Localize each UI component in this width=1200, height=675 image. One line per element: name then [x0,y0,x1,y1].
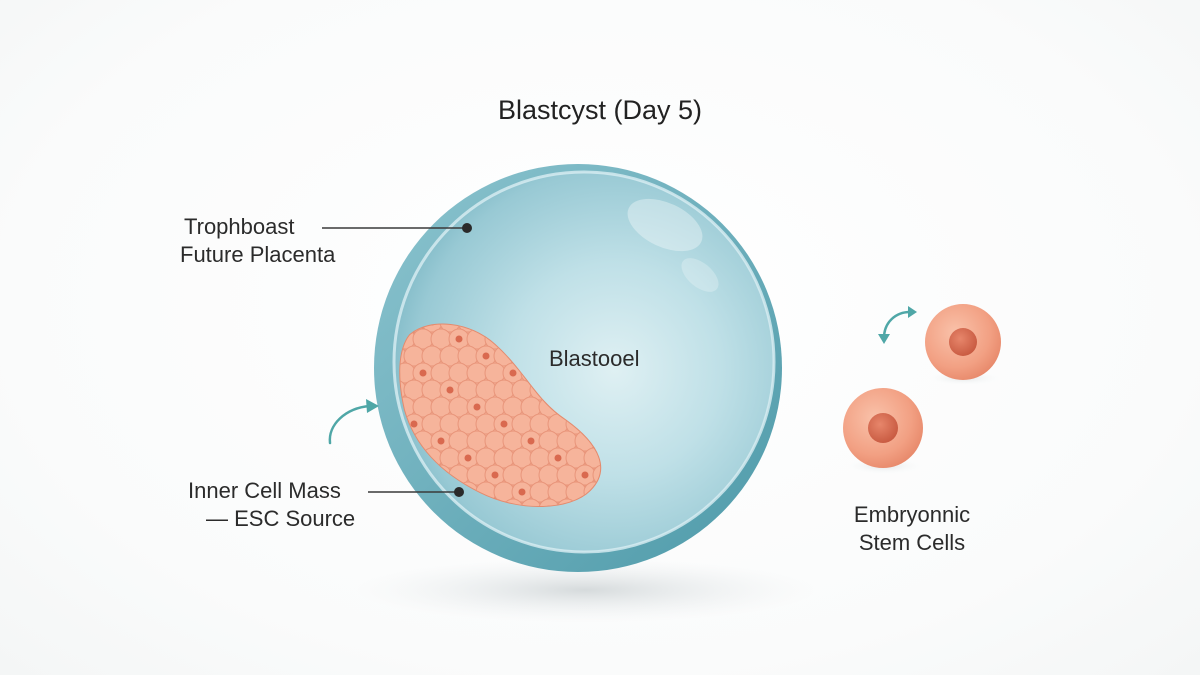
icm-label-line1: Inner Cell Mass [188,478,341,503]
icm-cell [400,498,416,507]
stem-cell-bottom [843,388,923,468]
highlight [627,198,703,252]
stem-cells-label-line1: Embryonnic [853,502,971,527]
icm-label-line2: — ESC Source [206,506,356,531]
swap-arrows-icon [878,306,917,344]
icm-label: Inner Cell Mass [188,477,341,505]
icm-cell [520,498,542,507]
icm-cell-nucleus [410,420,418,428]
trophoblast-leader-dot [462,223,472,233]
curved-arrow-icon [328,399,379,445]
blastocoel-label: Blastooel [549,346,640,371]
icm-cell-nucleus [491,471,499,479]
stem-cell-top [925,304,1001,380]
icm-cell-nucleus [482,352,490,360]
trophoblast-sublabel: Future Placenta [180,241,335,269]
stem-cells-label-line2: Stem Cells [858,530,966,555]
icm-cell-nucleus [527,437,535,445]
inner-rim [392,170,776,554]
stem-cells-label: Embryonnic Stem Cells [812,501,1012,557]
icm-cell [421,324,443,333]
icm-cell-nucleus [446,386,454,394]
icm-cell-nucleus [419,369,427,377]
sphere-shadow [355,558,815,622]
icm-cell-nucleus [455,335,463,343]
icm-cell-nucleus [464,454,472,462]
icm-leader-dot [454,487,464,497]
diagram-title: Blastcyst (Day 5) [497,95,703,125]
trophoblast-label: Trophboast [184,213,294,241]
icm-cell-nucleus [500,420,508,428]
icm-cell-nucleus [437,437,445,445]
icm-sublabel: — ESC Source [206,505,355,533]
icm-cell-nucleus [554,454,562,462]
trophoblast-label-line2: Future Placenta [180,242,336,267]
trophoblast-label-line1: Trophboast [184,214,295,239]
icm-cell-nucleus [473,403,481,411]
icm-cell-nucleus [518,488,526,496]
icm-cell-nucleus [509,369,517,377]
icm-cell [538,498,560,507]
highlight-small [681,258,719,292]
icm-cell [439,324,461,333]
icm-cell-nucleus [581,471,589,479]
